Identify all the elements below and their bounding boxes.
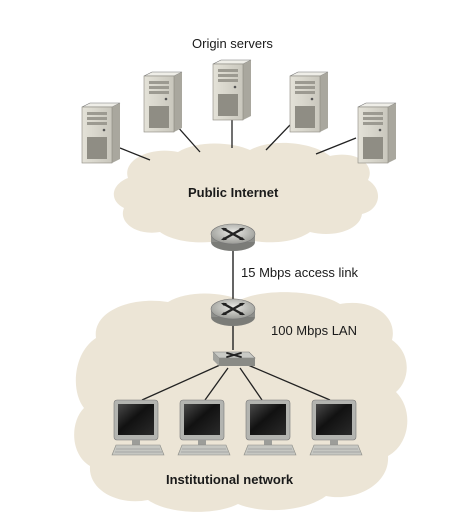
institutional-network-label: Institutional network bbox=[166, 472, 294, 487]
origin-servers-label: Origin servers bbox=[192, 36, 273, 51]
access-link-label: 15 Mbps access link bbox=[241, 265, 359, 280]
server-5 bbox=[357, 102, 397, 164]
institutional-network-cloud bbox=[74, 292, 408, 512]
public-internet-cloud bbox=[113, 142, 379, 243]
server-4 bbox=[289, 71, 329, 133]
server-2 bbox=[143, 71, 183, 133]
lan-label: 100 Mbps LAN bbox=[271, 323, 357, 338]
computer-2 bbox=[177, 399, 231, 456]
server-links bbox=[119, 118, 357, 161]
public-internet-label: Public Internet bbox=[188, 185, 279, 200]
internet-router-icon bbox=[210, 223, 256, 251]
server-3 bbox=[212, 59, 252, 121]
computer-1 bbox=[111, 399, 165, 456]
computer-links bbox=[141, 364, 331, 401]
server-1 bbox=[81, 102, 121, 164]
computer-3 bbox=[243, 399, 297, 456]
lan-switch-icon bbox=[212, 351, 256, 366]
institutional-router-icon bbox=[210, 298, 256, 326]
computer-4 bbox=[309, 399, 363, 456]
